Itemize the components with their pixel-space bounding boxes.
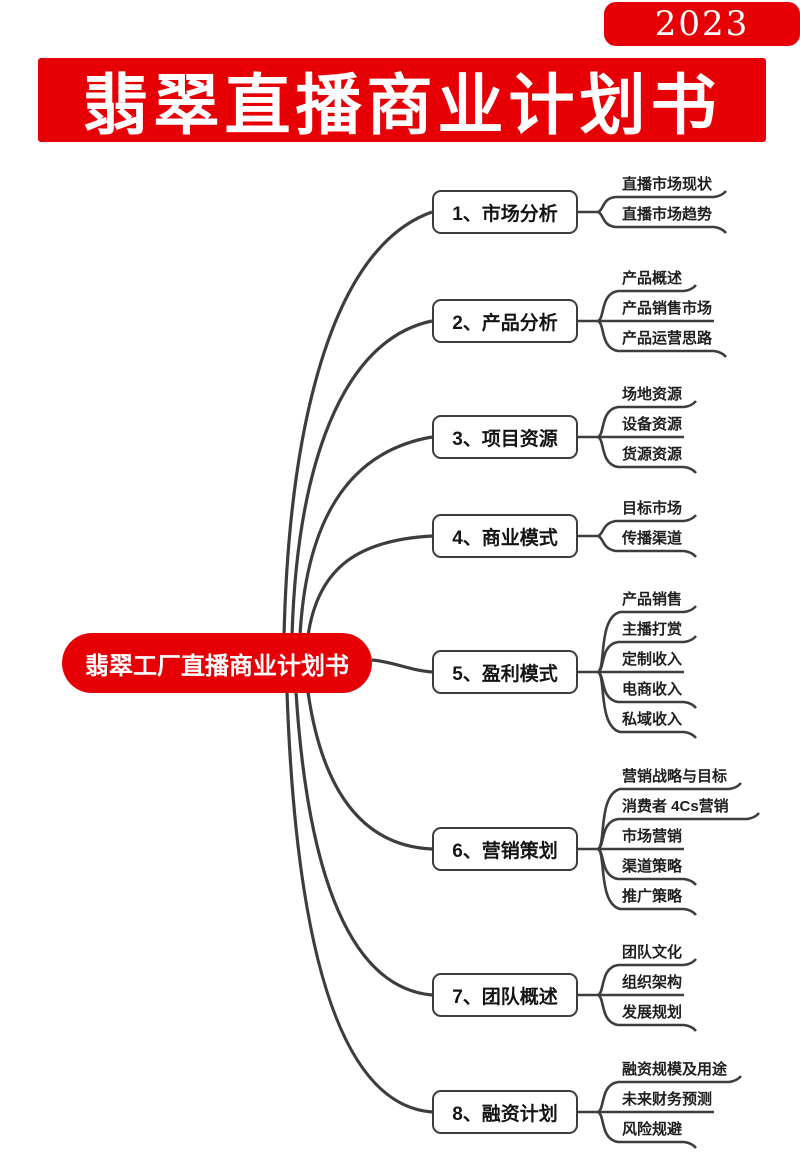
leaf-product-operation[interactable]: 产品运营思路 (622, 330, 713, 347)
connector-center-to-branch-5 (371, 658, 433, 674)
leaf-target-market[interactable]: 目标市场 (622, 500, 683, 517)
leaf-equipment-resource[interactable]: 设备资源 (622, 416, 683, 433)
connector-center-to-branch-4 (306, 534, 433, 637)
leaf-promotion-strategy[interactable]: 推广策略 (622, 888, 683, 905)
leaf-team-culture[interactable]: 团队文化 (622, 944, 683, 961)
branch-node-2-label: 2、产品分析 (452, 312, 558, 334)
branch-node-3-label: 3、项目资源 (452, 428, 558, 450)
leaf-channel-strategy[interactable]: 渠道策略 (622, 858, 683, 875)
leaf-product-overview[interactable]: 产品概述 (622, 270, 683, 287)
branch-node-5[interactable]: 5、盈利模式 (432, 650, 578, 694)
branch-7-leaf-line-1 (597, 958, 698, 997)
leaf-supply-resource[interactable]: 货源资源 (622, 446, 683, 463)
leaf-private-income[interactable]: 私域收入 (622, 711, 683, 728)
leaf-financial-forecast[interactable]: 未来财务预测 (622, 1091, 713, 1108)
branch-6-leaf-line-5 (597, 847, 698, 916)
year-badge-text: 2023 (654, 4, 750, 44)
leaf-host-tipping[interactable]: 主播打赏 (622, 621, 683, 638)
branch-node-2[interactable]: 2、产品分析 (432, 299, 578, 343)
connector-center-to-branch-2 (290, 319, 433, 637)
leaf-funding-scale[interactable]: 融资规模及用途 (622, 1061, 728, 1078)
branch-node-8-label: 8、融资计划 (452, 1103, 558, 1125)
branch-5-leaf-line-5 (597, 670, 698, 739)
branch-2-leaf-line-3 (597, 319, 728, 358)
central-topic-label: 翡翠工厂直播商业计划书 (85, 652, 349, 680)
branch-7-leaf-line-3 (597, 993, 698, 1032)
leaf-product-market[interactable]: 产品销售市场 (622, 300, 713, 317)
title-banner: 翡翠直播商业计划书 (38, 58, 766, 144)
branch-node-7[interactable]: 7、团队概述 (432, 973, 578, 1017)
branch-4-leaf-line-1 (597, 514, 698, 538)
year-badge: 2023 (604, 2, 800, 46)
leaf-org-structure[interactable]: 组织架构 (622, 974, 683, 991)
leaf-market-status[interactable]: 直播市场现状 (622, 176, 713, 193)
branch-1-leaf-line-1 (597, 190, 728, 214)
branch-3-leaf-line-3 (597, 435, 698, 474)
connector-center-to-branch-6 (306, 691, 433, 851)
leaf-ecommerce-income[interactable]: 电商收入 (622, 681, 683, 698)
branch-node-6-label: 6、营销策划 (452, 840, 558, 862)
leaf-risk-avoidance[interactable]: 风险规避 (622, 1121, 683, 1138)
connector-center-to-branch-1 (282, 210, 433, 637)
leaf-market-trend[interactable]: 直播市场趋势 (622, 206, 713, 223)
branch-2-leaf-line-1 (597, 284, 698, 323)
branch-1-leaf-line-2 (597, 210, 728, 234)
connector-center-to-branch-7 (294, 691, 433, 997)
branch-8-leaf-line-3 (597, 1110, 698, 1149)
leaf-spread-channel[interactable]: 传播渠道 (622, 530, 683, 547)
branch-node-1-label: 1、市场分析 (452, 203, 558, 225)
branch-node-8[interactable]: 8、融资计划 (432, 1090, 578, 1134)
branch-node-7-label: 7、团队概述 (452, 986, 558, 1008)
connector-center-to-branch-8 (285, 691, 433, 1114)
branch-node-4[interactable]: 4、商业模式 (432, 514, 578, 558)
branch-node-1[interactable]: 1、市场分析 (432, 190, 578, 234)
central-topic-node[interactable]: 翡翠工厂直播商业计划书 (62, 633, 372, 693)
leaf-market-marketing[interactable]: 市场营销 (622, 828, 683, 845)
branch-3-leaf-line-1 (597, 400, 698, 439)
leaf-custom-income[interactable]: 定制收入 (622, 651, 683, 668)
leaf-product-sales[interactable]: 产品销售 (622, 591, 683, 608)
connector-center-to-branch-3 (298, 435, 433, 637)
branch-node-5-label: 5、盈利模式 (452, 663, 558, 685)
branch-node-3[interactable]: 3、项目资源 (432, 415, 578, 459)
branch-6-leaf-line-2 (597, 812, 761, 851)
branch-4-leaf-line-2 (597, 534, 698, 558)
branch-node-4-label: 4、商业模式 (452, 527, 558, 549)
leaf-site-resource[interactable]: 场地资源 (622, 386, 683, 403)
leaf-consumer-4cs[interactable]: 消费者 4Cs营销 (622, 798, 729, 815)
leaf-development-plan[interactable]: 发展规划 (622, 1004, 683, 1021)
branch-5-leaf-line-2 (597, 635, 698, 674)
page-title: 翡翠直播商业计划书 (82, 66, 722, 144)
leaf-marketing-strategy[interactable]: 营销战略与目标 (622, 768, 728, 785)
branch-8-leaf-line-1 (597, 1075, 743, 1114)
branch-node-6[interactable]: 6、营销策划 (432, 827, 578, 871)
